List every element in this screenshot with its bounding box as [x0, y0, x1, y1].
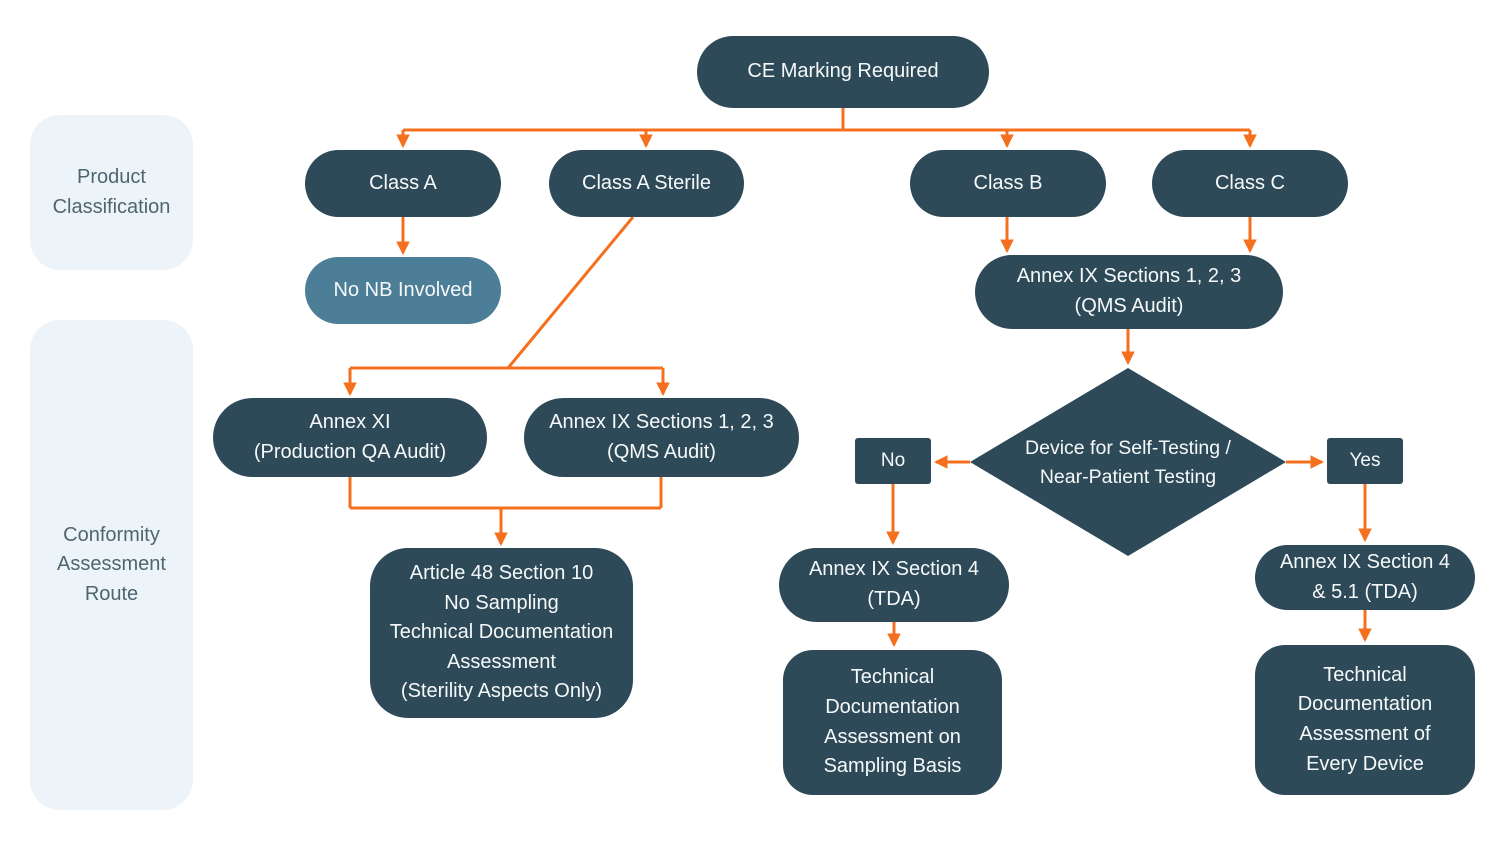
- node-class-a-sterile: Class A Sterile: [549, 150, 744, 217]
- node-tda-every-device: Technical Documentation Assessment of Ev…: [1255, 645, 1475, 795]
- node-class-b: Class B: [910, 150, 1106, 217]
- node-annex-ix-section-4-tda: Annex IX Section 4 (TDA): [779, 548, 1009, 622]
- node-tda-sampling-basis: Technical Documentation Assessment on Sa…: [783, 650, 1002, 795]
- node-no-nb-involved: No NB Involved: [305, 257, 501, 324]
- node-annex-xi-production-qa: Annex XI (Production QA Audit): [213, 398, 487, 477]
- node-class-a: Class A: [305, 150, 501, 217]
- node-ce-marking-required: CE Marking Required: [697, 36, 989, 108]
- node-annex-ix-qms-audit-left: Annex IX Sections 1, 2, 3 (QMS Audit): [524, 398, 799, 477]
- node-annex-ix-section-4-5-1-tda: Annex IX Section 4 & 5.1 (TDA): [1255, 545, 1475, 610]
- node-self-testing-decision: Device for Self-Testing / Near-Patient T…: [1025, 436, 1231, 488]
- node-yes: Yes: [1327, 438, 1403, 484]
- label-conformity-assessment-route: Conformity Assessment Route: [30, 320, 193, 810]
- node-annex-ix-qms-audit-right: Annex IX Sections 1, 2, 3 (QMS Audit): [975, 255, 1283, 329]
- node-class-c: Class C: [1152, 150, 1348, 217]
- decision-diamond-shape: [970, 368, 1286, 556]
- label-product-classification: Product Classification: [30, 115, 193, 270]
- flow-arrows: [343, 108, 1372, 648]
- node-article-48-section-10: Article 48 Section 10 No Sampling Techni…: [370, 548, 633, 718]
- node-no: No: [855, 438, 931, 484]
